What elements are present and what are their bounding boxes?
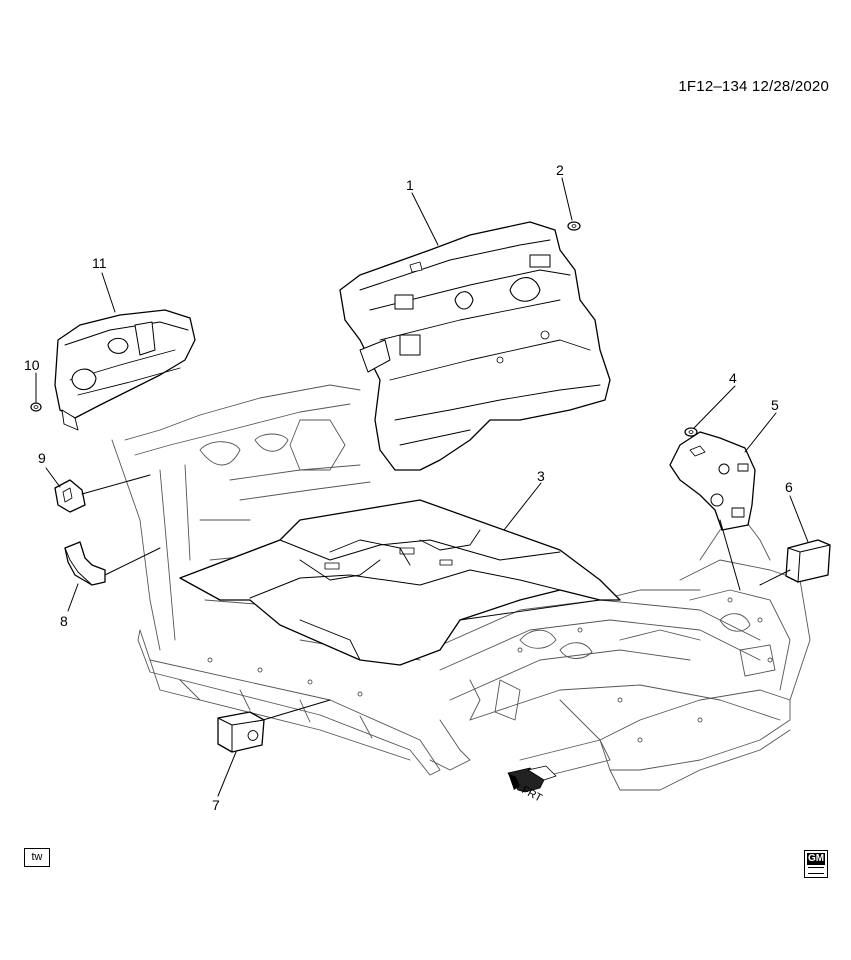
retainer-4-part (684, 427, 698, 437)
callout-9: 9 (38, 450, 46, 466)
dash-panel-insulator-part (339, 221, 611, 471)
leader-line-8b (104, 547, 161, 576)
callout-10: 10 (24, 357, 40, 373)
insulator-block-6-part (785, 539, 831, 583)
leader-line-5 (744, 412, 777, 453)
side-insulator-panel-part (669, 431, 756, 531)
leader-line-9 (45, 467, 61, 488)
retainer-2-part (567, 221, 581, 231)
leader-line-11 (101, 272, 116, 313)
leader-line-6b (759, 569, 791, 586)
leader-line-3 (503, 482, 542, 531)
leader-line-1 (411, 192, 439, 246)
leader-line-8 (67, 583, 79, 612)
leader-line-6 (789, 495, 809, 543)
diagram-code: 1F12–134 12/28/2020 (678, 78, 829, 95)
insulator-bracket-8-part (64, 541, 106, 586)
upper-dash-insulator-part (54, 309, 196, 431)
leader-line-5b (719, 519, 741, 591)
callout-8: 8 (60, 613, 68, 629)
callout-7: 7 (212, 797, 220, 813)
callout-6: 6 (785, 479, 793, 495)
floor-carpet-part (179, 499, 621, 666)
insulator-block-7-part (217, 711, 265, 753)
front-arrow-icon: FRT (507, 765, 557, 805)
retainer-10-part (30, 402, 42, 412)
gm-logo-icon: GM (804, 850, 828, 878)
leader-line-7 (217, 751, 237, 797)
callout-5: 5 (771, 397, 779, 413)
leader-line-4 (693, 385, 736, 429)
leader-line-7b (262, 699, 331, 721)
insulator-block-9-part (54, 479, 86, 513)
callout-11: 11 (92, 255, 107, 271)
callout-4: 4 (729, 370, 737, 386)
callout-2: 2 (556, 162, 564, 178)
leader-line-2 (561, 177, 573, 221)
gm-logo-text: GM (807, 853, 825, 865)
callout-3: 3 (537, 468, 545, 484)
leader-line-9b (81, 474, 151, 495)
leader-lines (35, 177, 809, 797)
callout-1: 1 (406, 177, 414, 193)
tw-badge: tw (24, 848, 50, 867)
callout-labels: 1 2 3 4 5 6 7 8 9 10 11 (24, 162, 793, 813)
